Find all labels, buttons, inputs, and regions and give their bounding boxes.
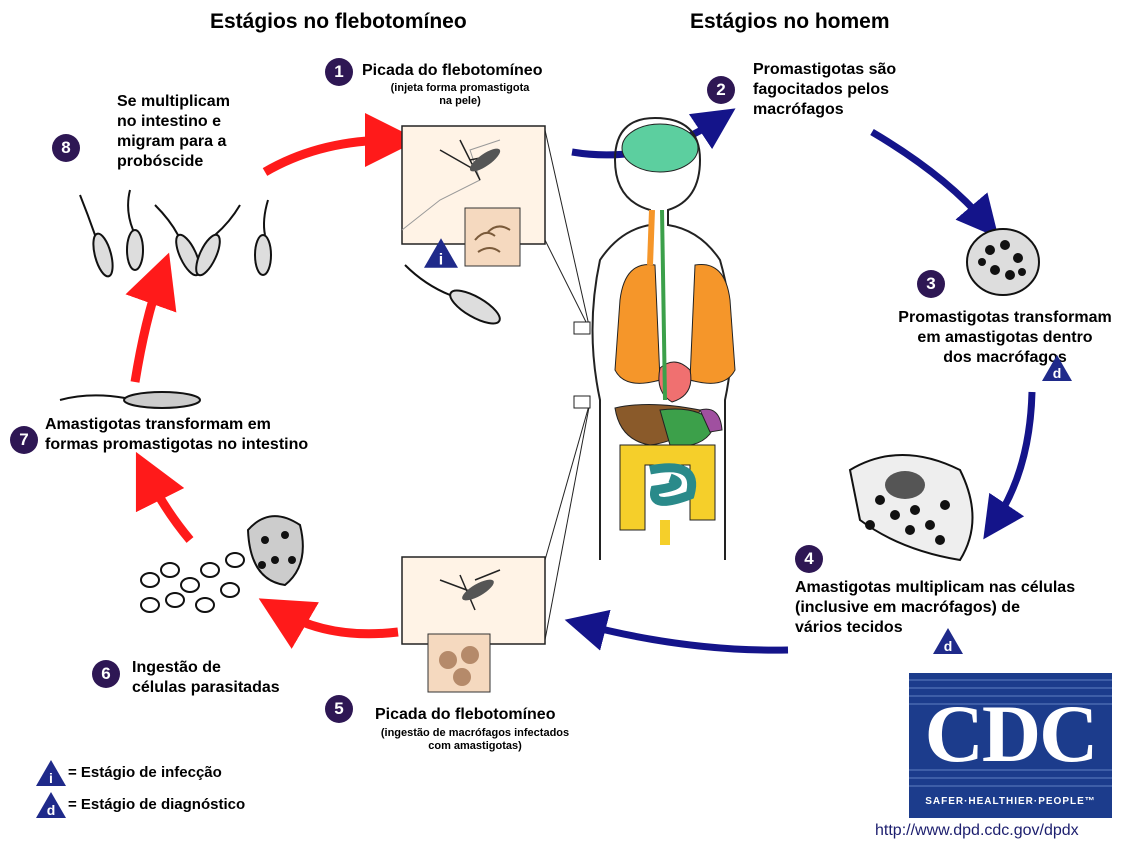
step-5-sub-line-2: com amastigotas)	[355, 740, 595, 753]
cdc-tagline: SAFER·HEALTHIER·PEOPLE™	[909, 796, 1112, 807]
cdc-logo-text: CDC	[909, 692, 1112, 776]
macrophage-stage-3	[967, 229, 1039, 295]
svg-text:i: i	[439, 251, 443, 268]
step-8-label: Se multiplicam no intestino e migram par…	[117, 92, 230, 172]
arrow-6-to-7	[148, 476, 190, 540]
step-6-line-1: Ingestão de	[132, 658, 280, 678]
legend-infection-icon: i	[36, 760, 66, 786]
step-5-label: Picada do flebotomíneo	[375, 705, 555, 725]
step-1-sub: (injeta forma promastigota na pele)	[360, 82, 560, 108]
step-3-label: Promastigotas transformam em amastigotas…	[880, 308, 1130, 368]
svg-text:i: i	[49, 770, 53, 786]
svg-text:d: d	[1053, 365, 1062, 381]
promastigotes-stage-8	[80, 190, 271, 278]
step-5-sub-line-1: (ingestão de macrófagos infectados	[355, 727, 595, 740]
step-1-sub-line-1: (injeta forma promastigota	[360, 82, 560, 95]
diagnostic-badge-step-4: d	[933, 628, 963, 654]
step-2-line-3: macrófagos	[753, 100, 896, 120]
step-4-line-2: (inclusive em macrófagos) de	[795, 598, 1075, 618]
step-3-line-3: dos macrófagos	[880, 348, 1130, 368]
step-2-line-1: Promastigotas são	[753, 60, 896, 80]
step-2-line-2: fagocitados pelos	[753, 80, 896, 100]
step-8-line-2: no intestino e	[117, 112, 230, 132]
step-1-sub-line-2: na pele)	[360, 95, 560, 108]
step-8-line-3: migram para a	[117, 132, 230, 152]
arrow-3-to-4	[995, 392, 1032, 522]
legend-diagnostic-label: = Estágio de diagnóstico	[68, 796, 245, 813]
legend-infection-label: = Estágio de infecção	[68, 764, 222, 781]
step-1-label: Picada do flebotomíneo	[362, 61, 542, 81]
step-2-label: Promastigotas são fagocitados pelos macr…	[753, 60, 896, 120]
step-8-number: 8	[52, 134, 80, 162]
step-7-label: Amastigotas transformam em formas promas…	[45, 415, 308, 455]
legend-diagnostic-icon: d	[36, 792, 66, 818]
step-6-line-2: células parasitadas	[132, 678, 280, 698]
step-6-number: 6	[92, 660, 120, 688]
step-4-number: 4	[795, 545, 823, 573]
arrow-4-to-5	[585, 625, 788, 650]
step-2-number: 2	[707, 76, 735, 104]
arrow-5-to-6	[282, 612, 398, 634]
infection-badge-step-1: i	[424, 238, 458, 268]
step-5-sub: (ingestão de macrófagos infectados com a…	[355, 727, 595, 753]
diagnostic-badge-step-3: d	[1042, 355, 1072, 381]
step-1-number: 1	[325, 58, 353, 86]
step-3-line-2: em amastigotas dentro	[880, 328, 1130, 348]
svg-text:d: d	[944, 638, 953, 654]
step-7-line-1: Amastigotas transformam em	[45, 415, 308, 435]
bite-box-top	[402, 126, 590, 334]
step-7-number: 7	[10, 426, 38, 454]
step-5-number: 5	[325, 695, 353, 723]
cdc-url-link[interactable]: http://www.dpd.cdc.gov/dpdx	[875, 822, 1079, 840]
arrow-7-to-8	[135, 278, 160, 382]
arrow-2-to-3	[872, 132, 985, 222]
step-4-line-1: Amastigotas multiplicam nas células	[795, 578, 1075, 598]
parasitized-cells-stage-6	[141, 516, 303, 612]
step-3-number: 3	[917, 270, 945, 298]
svg-text:d: d	[47, 802, 56, 818]
promastigote-stage-7	[60, 392, 200, 408]
step-3-line-1: Promastigotas transformam	[880, 308, 1130, 328]
step-8-line-4: probóscide	[117, 152, 230, 172]
infected-cell-stage-4	[850, 455, 973, 560]
step-7-line-2: formas promastigotas no intestino	[45, 435, 308, 455]
bite-box-bottom	[402, 396, 590, 692]
human-body	[593, 118, 736, 560]
step-6-label: Ingestão de células parasitadas	[132, 658, 280, 698]
arrow-8-to-1	[265, 140, 392, 172]
promastigote-infective	[405, 265, 504, 330]
step-8-line-1: Se multiplicam	[117, 92, 230, 112]
